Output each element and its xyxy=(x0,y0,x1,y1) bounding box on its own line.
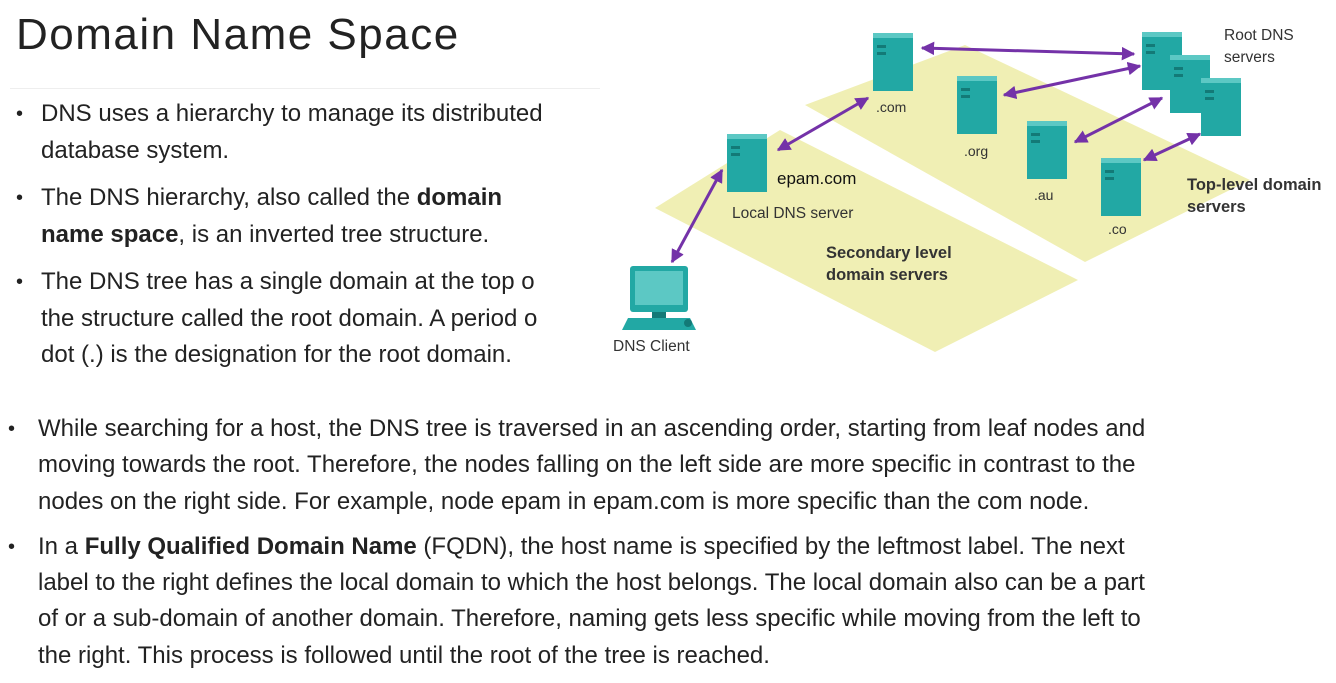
text-run: , is an inverted tree structure. xyxy=(178,220,490,248)
text-line: moving towards the root. Therefore, the … xyxy=(38,451,1136,479)
text-line: dot (.) is the designation for the root … xyxy=(41,341,512,368)
arrow-co-root xyxy=(1142,132,1202,162)
text-line: database system. xyxy=(41,136,230,164)
dns-hierarchy-diagram: Root DNS servers .com .org .au .co Top-l… xyxy=(613,27,1321,355)
server-icon xyxy=(873,33,913,91)
label-dns-client: DNS Client xyxy=(613,338,690,355)
bullet-item: • In a Fully Qualified Domain Name (FQDN)… xyxy=(0,529,1320,674)
computer-icon xyxy=(622,266,696,330)
label-root-line1: Root DNS xyxy=(1224,27,1294,44)
label-tld-line2: servers xyxy=(1187,198,1246,216)
label-au: .au xyxy=(1034,187,1053,203)
label-local-dns: Local DNS server xyxy=(732,205,853,222)
text-line: of or a sub-domain of another domain. Th… xyxy=(38,605,1141,633)
server-icon xyxy=(1201,78,1241,136)
bullet-dot: • xyxy=(16,271,24,293)
text-run: (FQDN), the host name is specified by th… xyxy=(416,532,1125,560)
bullet-dot: • xyxy=(16,103,24,125)
label-com: .com xyxy=(876,99,906,115)
bold-term: Fully Qualified Domain Name xyxy=(84,532,417,560)
arrow-com-root xyxy=(920,41,1136,61)
bullet-dot: • xyxy=(8,418,16,440)
bottom-bullet-list: • While searching for a host, the DNS tre… xyxy=(0,411,1320,683)
bullet-item: • The DNS hierarchy, also called the doma… xyxy=(0,180,603,253)
label-org: .org xyxy=(964,143,988,159)
server-icon xyxy=(727,134,767,192)
arrow-local-com xyxy=(776,96,870,152)
bullet-item: • While searching for a host, the DNS tre… xyxy=(0,411,1320,520)
arrows xyxy=(670,41,1202,264)
arrow-org-root xyxy=(1002,61,1142,100)
label-secondary-line2: domain servers xyxy=(826,266,948,284)
label-root-line2: servers xyxy=(1224,49,1275,66)
text-line: While searching for a host, the DNS tree… xyxy=(38,415,1146,442)
page-title: Domain Name Space xyxy=(16,10,460,59)
server-icon xyxy=(957,76,997,134)
arrow-client-local xyxy=(670,168,724,264)
text-line: the structure called the root domain. A … xyxy=(41,304,538,332)
bullet-dot: • xyxy=(16,187,24,209)
server-icon xyxy=(1101,158,1141,216)
text-line: In a Fully Qualified Domain Name (FQDN),… xyxy=(38,529,1320,565)
bold-term: name space xyxy=(41,220,179,248)
bullet-item: • The DNS tree has a single domain at the… xyxy=(0,264,603,374)
text-line: The DNS tree has a single domain at the … xyxy=(41,268,535,295)
text-line: the right. This process is followed unti… xyxy=(38,641,770,669)
label-secondary-line1: Secondary level xyxy=(826,244,952,262)
arrow-au-root xyxy=(1073,96,1164,144)
text-line: DNS uses a hierarchy to manage its distr… xyxy=(41,100,543,127)
bullet-dot: • xyxy=(8,535,16,558)
text-line: name space, is an inverted tree structur… xyxy=(41,217,603,254)
text-run: The DNS hierarchy, also called the xyxy=(41,184,417,211)
label-co: .co xyxy=(1108,221,1127,237)
title-divider xyxy=(10,88,600,89)
text-line: nodes on the right side. For example, no… xyxy=(38,487,1090,515)
text-line: The DNS hierarchy, also called the domai… xyxy=(41,180,603,217)
bullet-item: • DNS uses a hierarchy to manage its dist… xyxy=(0,96,603,169)
text-line: label to the right defines the local dom… xyxy=(38,569,1145,597)
text-run: In a xyxy=(38,532,85,560)
label-tld-line1: Top-level domain xyxy=(1187,176,1321,194)
label-epam: epam.com xyxy=(777,169,856,188)
server-icon xyxy=(1027,121,1067,179)
top-bullet-list: • DNS uses a hierarchy to manage its dist… xyxy=(0,96,603,385)
bold-term: domain xyxy=(416,184,503,211)
